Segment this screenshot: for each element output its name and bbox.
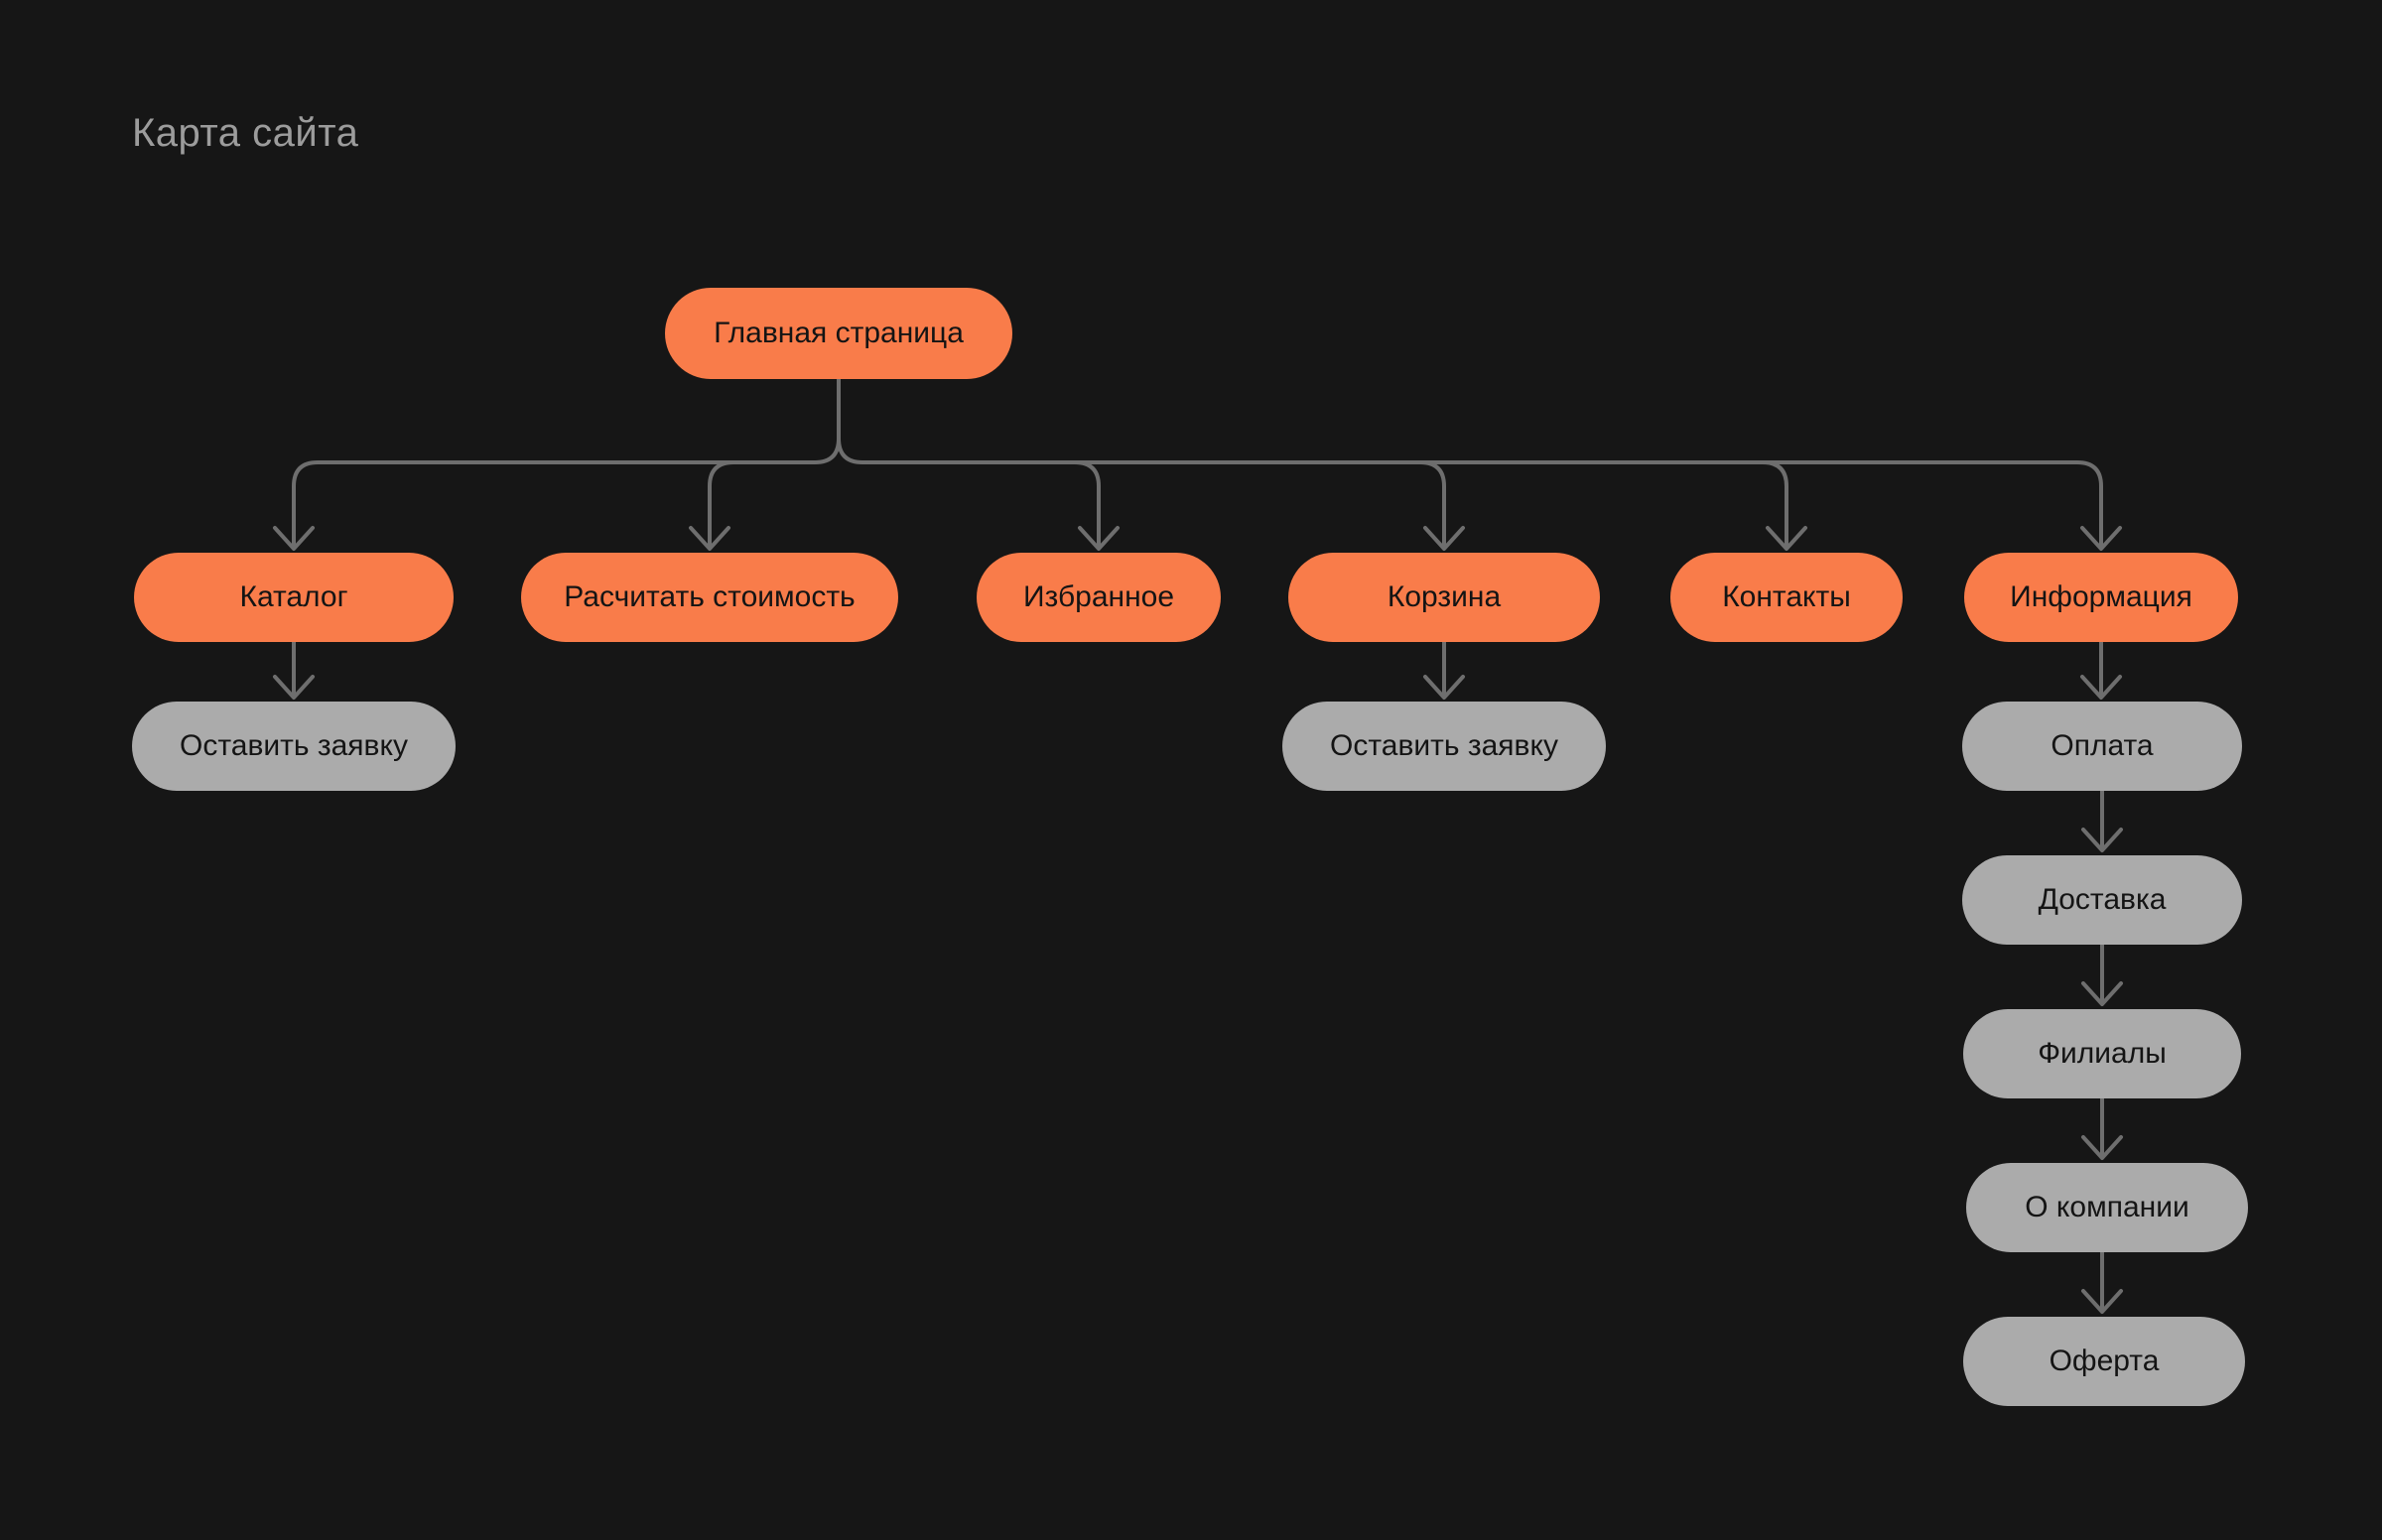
node-payment[interactable]: Оплата (1962, 702, 2242, 791)
connector-home-cart (1419, 460, 1446, 547)
node-branches-label: Филиалы (2038, 1037, 2167, 1070)
node-cart-lead[interactable]: Оставить заявку (1282, 702, 1606, 791)
arrowhead-cart (1423, 526, 1465, 551)
arrowhead-catalog (273, 526, 315, 551)
node-calculate[interactable]: Расчитать стоимость (521, 553, 898, 642)
node-home-label: Главная страница (714, 317, 964, 349)
node-about[interactable]: О компании (1966, 1163, 2248, 1252)
node-catalog[interactable]: Каталог (134, 553, 454, 642)
node-branches[interactable]: Филиалы (1963, 1009, 2241, 1098)
arrowhead-offer (2081, 1289, 2123, 1314)
arrowhead-calculate (689, 526, 730, 551)
arrowhead-delivery (2081, 828, 2123, 852)
node-offer-label: Оферта (2049, 1345, 2160, 1377)
node-contacts-label: Контакты (1722, 580, 1851, 613)
node-calculate-label: Расчитать стоимость (564, 580, 856, 613)
arrowhead-about (2081, 1135, 2123, 1160)
connector-home-contacts (1762, 460, 1788, 547)
arrowhead-contacts (1766, 526, 1807, 551)
arrowhead-branches (2081, 981, 2123, 1006)
node-catalog-lead-label: Оставить заявку (180, 729, 408, 762)
page-title: Карта сайта (132, 111, 359, 155)
node-favorites-label: Избранное (1022, 580, 1175, 613)
connector-home-calculate (708, 460, 734, 547)
node-offer[interactable]: Оферта (1963, 1317, 2245, 1406)
node-info-label: Информация (2010, 580, 2192, 613)
arrowhead-payment (2080, 675, 2122, 700)
node-cart-lead-label: Оставить заявку (1330, 729, 1558, 762)
connector-home-favorites (1074, 460, 1101, 547)
node-cart-label: Корзина (1387, 580, 1502, 613)
arrowhead-info (2080, 526, 2122, 551)
arrowhead-favorites (1078, 526, 1120, 551)
node-about-label: О компании (2025, 1191, 2189, 1223)
arrowhead-cart-lead (1423, 675, 1465, 700)
node-delivery-label: Доставка (2038, 883, 2167, 916)
node-contacts[interactable]: Контакты (1670, 553, 1903, 642)
node-payment-label: Оплата (2051, 729, 2154, 762)
node-catalog-label: Каталог (239, 580, 348, 613)
node-info[interactable]: Информация (1964, 553, 2238, 642)
node-favorites[interactable]: Избранное (977, 553, 1221, 642)
arrowhead-catalog-lead (273, 675, 315, 700)
node-home[interactable]: Главная страница (665, 288, 1012, 379)
connector-home-info (837, 379, 2103, 547)
node-catalog-lead[interactable]: Оставить заявку (132, 702, 456, 791)
connector-home-catalog (292, 379, 841, 547)
node-cart[interactable]: Корзина (1288, 553, 1600, 642)
node-delivery[interactable]: Доставка (1962, 855, 2242, 945)
